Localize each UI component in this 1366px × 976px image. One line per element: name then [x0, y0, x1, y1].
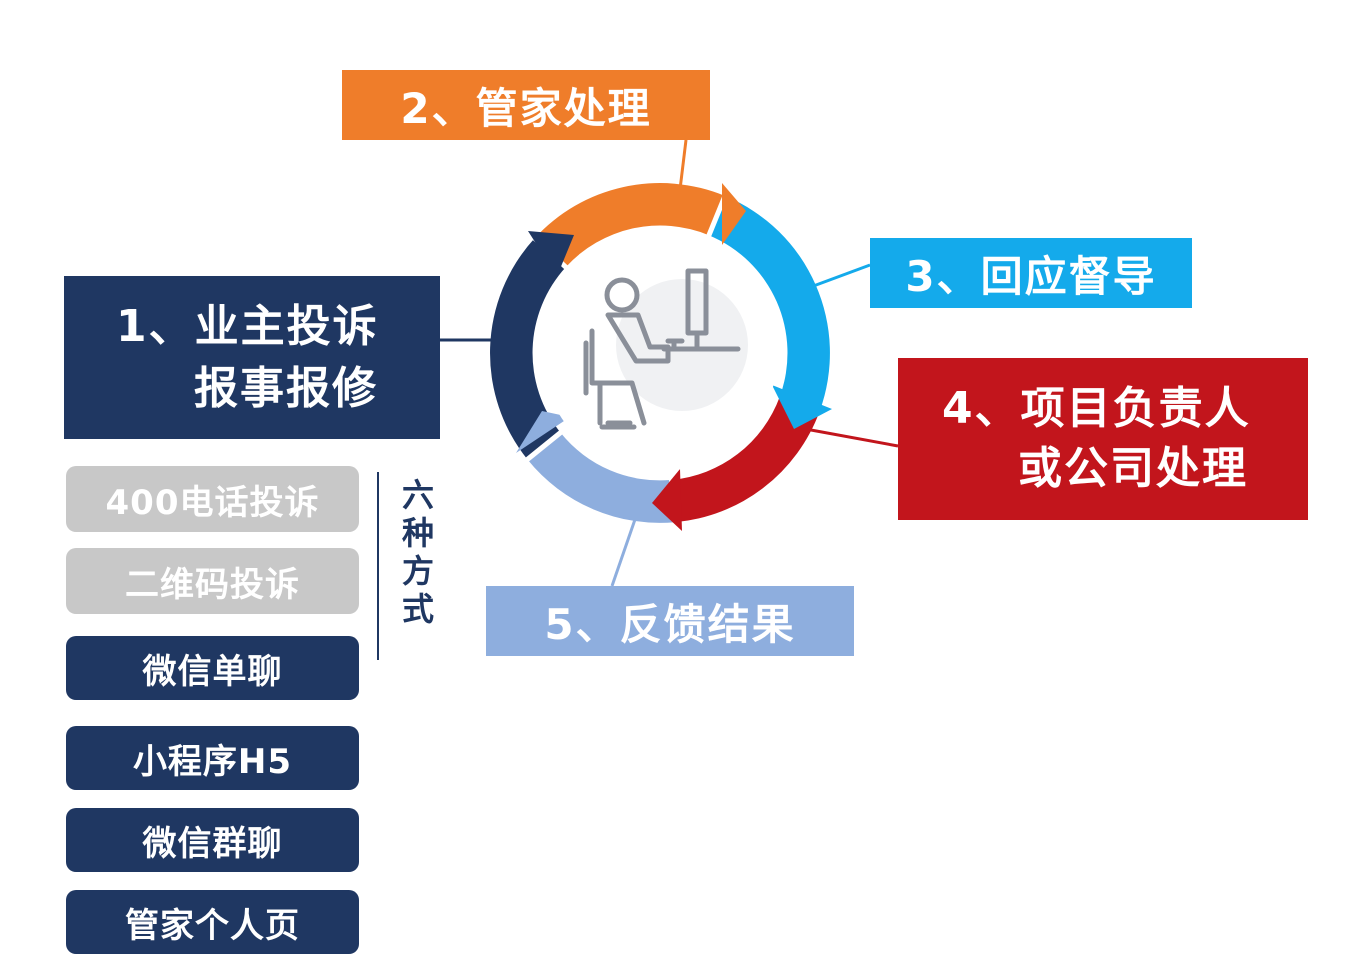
arrow-head-orange	[722, 183, 746, 245]
method-wechat-chat: 微信单聊	[66, 636, 359, 700]
method-label: 微信群聊	[142, 823, 283, 864]
step-4-label-line2: 或公司处理	[1018, 443, 1248, 494]
methods-caption: 六 种 方 式	[398, 476, 438, 628]
person-at-computer-icon	[583, 268, 741, 430]
step-4-box: 4、项目负责人 或公司处理	[898, 358, 1308, 520]
method-label: 400电话投诉	[105, 482, 320, 523]
methods-divider	[377, 472, 379, 660]
step-2-box: 2、管家处理	[342, 70, 710, 140]
step-3-label: 3、回应督导	[905, 251, 1157, 301]
caption-char: 种	[401, 514, 434, 552]
caption-char: 六	[401, 476, 434, 514]
step-5-box: 5、反馈结果	[486, 586, 854, 656]
step-1-label-line1: 1、业主投诉	[116, 300, 379, 352]
method-label: 微信单聊	[142, 651, 283, 692]
ring-segment-skyblue	[708, 196, 830, 412]
method-label: 管家个人页	[125, 905, 300, 946]
connector-step4	[799, 426, 899, 448]
arrow-head-lightblue	[516, 411, 570, 453]
caption-char: 方	[401, 552, 434, 590]
step-2-label: 2、管家处理	[400, 83, 652, 133]
step-5-label: 5、反馈结果	[544, 599, 796, 649]
ring-segment-lightblue	[527, 432, 676, 523]
ring-segment-orange	[534, 183, 726, 267]
method-phone: 400电话投诉	[66, 466, 359, 532]
method-miniprogram: 小程序H5	[66, 726, 359, 790]
step-1-label-line2: 报事报修	[194, 362, 378, 414]
method-label: 二维码投诉	[125, 564, 300, 605]
method-steward-page: 管家个人页	[66, 890, 359, 954]
caption-char: 式	[401, 590, 434, 628]
ring-segment-red	[671, 396, 820, 523]
arrow-head-skyblue	[772, 385, 832, 429]
arrow-head-navy	[528, 231, 574, 269]
method-label: 小程序H5	[132, 741, 293, 782]
step-3-box: 3、回应督导	[870, 238, 1192, 308]
step-1-box: 1、业主投诉 报事报修	[64, 276, 440, 439]
method-wechat-group: 微信群聊	[66, 808, 359, 872]
step-4-label-line1: 4、项目负责人	[942, 383, 1251, 434]
ring-segment-navy	[490, 238, 566, 460]
method-qrcode: 二维码投诉	[66, 548, 359, 614]
arrow-head-red	[652, 469, 682, 531]
connector-step3	[807, 263, 871, 290]
